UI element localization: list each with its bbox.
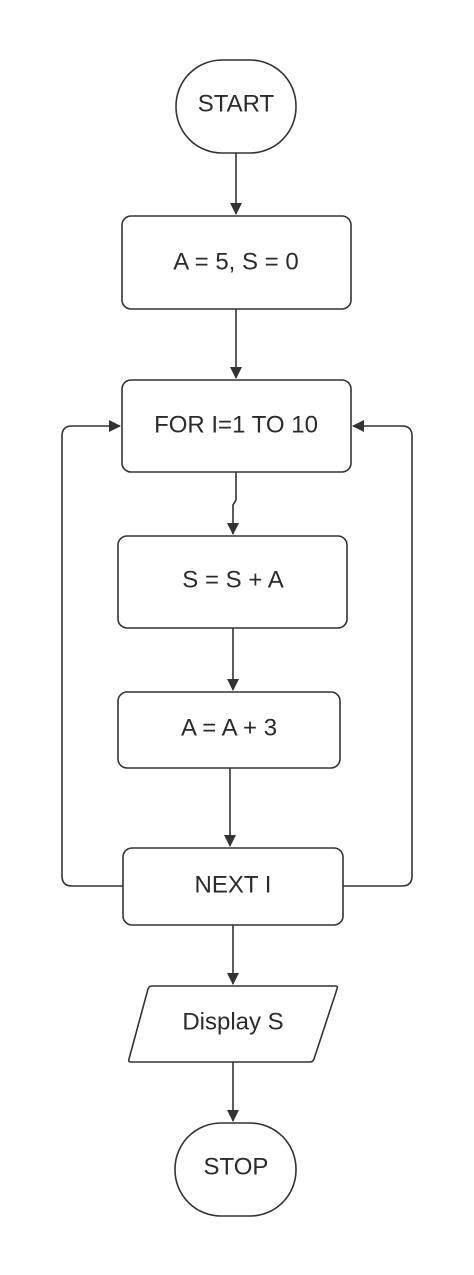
loop-back-left <box>61 420 123 887</box>
stop-node: STOP <box>174 1122 297 1217</box>
next-node: NEXT I <box>122 847 344 926</box>
start-node: START <box>175 59 297 154</box>
add-a-node: A = A + 3 <box>117 691 341 769</box>
next-label: NEXT I <box>195 872 272 899</box>
init-node: A = 5, S = 0 <box>121 215 352 310</box>
add-sum-label: S = S + A <box>182 567 283 594</box>
display-label: Display S <box>182 1009 283 1036</box>
for-loop-label: FOR I=1 TO 10 <box>154 412 318 439</box>
init-label: A = 5, S = 0 <box>173 249 298 276</box>
for-loop-node: FOR I=1 TO 10 <box>121 379 352 473</box>
add-sum-node: S = S + A <box>117 535 348 629</box>
stop-label: STOP <box>204 1154 269 1181</box>
add-a-label: A = A + 3 <box>181 715 277 742</box>
display-node: Display S <box>127 985 339 1063</box>
arrow-for-to-add-sum <box>227 472 239 535</box>
loop-back-right <box>343 420 413 887</box>
start-label: START <box>198 91 275 118</box>
